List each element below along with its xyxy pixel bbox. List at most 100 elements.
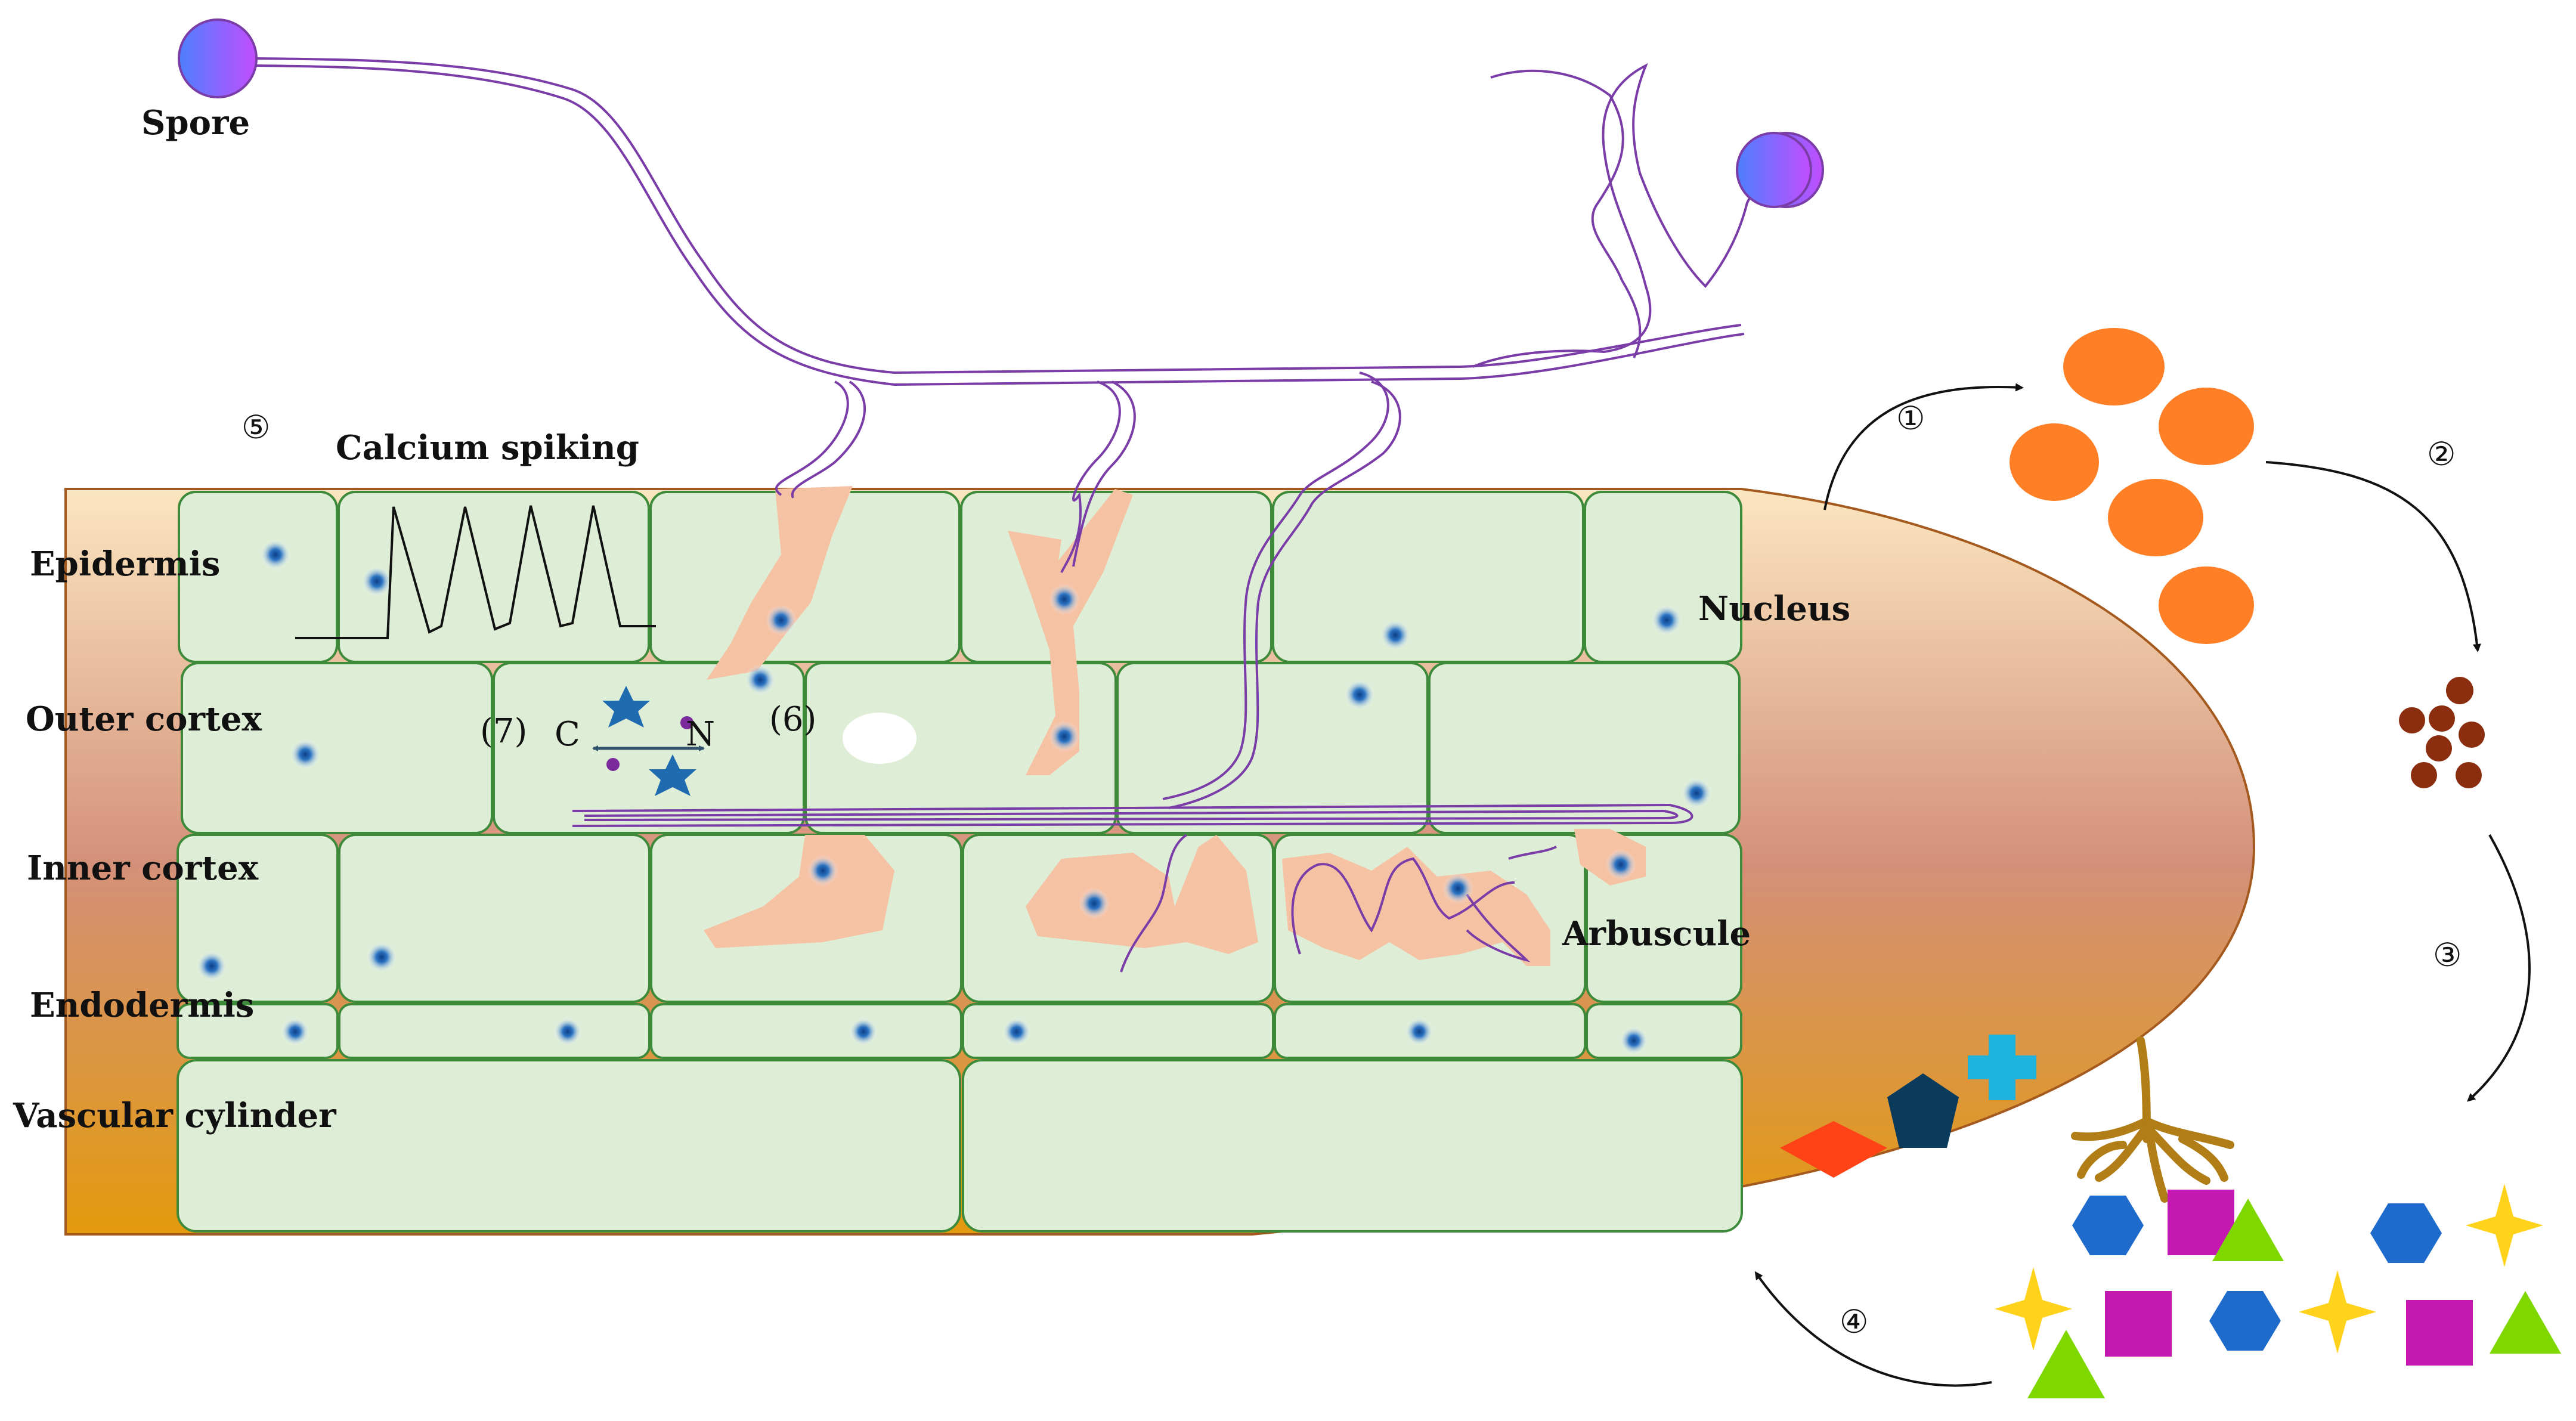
- appressorium-hypha: [775, 380, 849, 496]
- hyphae: [256, 57, 1808, 973]
- hypha-branch: [1490, 69, 1642, 358]
- pentagon-icon: [1887, 1073, 1959, 1148]
- outer-cortex-label: Outer cortex: [26, 699, 262, 739]
- nucleus: [807, 855, 838, 886]
- signal-molecule: [2063, 328, 2165, 405]
- calcium-spiking-trace: [295, 505, 656, 639]
- plant-root-icon: [2071, 1036, 2234, 1203]
- inner-cortex-cell: [338, 834, 651, 1003]
- hexagon-icon: [2209, 1291, 2281, 1351]
- cell-grid: [177, 491, 1743, 1233]
- nucleus: [1620, 1026, 1648, 1055]
- arbuscule-hypha: [1120, 834, 1188, 973]
- arbuscule-branch: [704, 835, 894, 948]
- arbuscule-hypha: [1291, 857, 1515, 955]
- nucleus: [1344, 679, 1375, 710]
- compound-shapes: [1995, 1184, 2561, 1398]
- inner-cortex-label: Inner cortex: [27, 849, 259, 888]
- cn-exchange: [592, 686, 705, 796]
- nucleus: [1002, 1017, 1031, 1046]
- triangle-icon: [2027, 1330, 2105, 1398]
- arbuscule-branch: [1026, 835, 1258, 954]
- nucleus-label: Nucleus: [1698, 589, 1850, 629]
- step-3: ③: [2433, 936, 2462, 974]
- triangle-icon: [2490, 1291, 2561, 1354]
- outer-cortex-cell: [181, 662, 493, 834]
- endodermis-cell: [962, 1003, 1274, 1059]
- appressorium-hypha: [791, 380, 866, 499]
- cycle-arrows: [1754, 383, 2531, 1387]
- small-molecule: [2429, 705, 2455, 732]
- arbuscule-hypha: [1508, 846, 1557, 860]
- vacuole: [843, 713, 917, 764]
- hypha-branch: [1472, 63, 1808, 368]
- nucleus: [745, 664, 776, 695]
- star4-icon: [2299, 1270, 2376, 1354]
- step-5: ⑤: [242, 408, 270, 446]
- epidermis-label: Epidermis: [30, 544, 220, 584]
- arbuscule-branch: [1282, 847, 1550, 966]
- plus-icon: [1968, 1035, 2036, 1100]
- penetration-zone: [1008, 489, 1133, 775]
- arbuscule-regions: [704, 486, 1646, 966]
- nucleus: [366, 942, 397, 973]
- calcium-spiking-label: Calcium spiking: [336, 428, 639, 468]
- arrow-step4: [1754, 1271, 1992, 1387]
- small-molecule: [2459, 722, 2485, 748]
- nucleus: [1049, 584, 1080, 615]
- nuclei: [196, 539, 1712, 1055]
- nucleus: [1651, 605, 1682, 636]
- penetration-zone: [707, 486, 853, 680]
- spore-1: [178, 18, 258, 98]
- signal-molecule: [2010, 423, 2099, 501]
- secreted-shapes: [1780, 1035, 2036, 1178]
- endodermis-cell: [1586, 1003, 1742, 1059]
- nucleus: [553, 1017, 582, 1046]
- small-molecule: [2426, 735, 2452, 761]
- signal-molecule: [2159, 388, 2254, 465]
- arbuscule-label: Arbuscule: [1562, 914, 1751, 953]
- nucleus: [1605, 849, 1636, 880]
- runner-hypha: [256, 64, 1745, 386]
- nucleus: [196, 951, 227, 982]
- vascular-cylinder-label: Vascular cylinder: [13, 1096, 337, 1135]
- intraradical-hypha: [572, 803, 1693, 827]
- nitrogen-dot: [680, 716, 693, 729]
- step-2: ②: [2427, 435, 2456, 473]
- endodermis-cell: [650, 1003, 962, 1059]
- nucleus: [260, 539, 291, 570]
- arrow-step1: [1823, 383, 2024, 510]
- star-icon: [649, 754, 696, 796]
- nucleus: [1079, 888, 1110, 919]
- text-labels: Spore Calcium spiking Epidermis Outer co…: [13, 103, 2462, 1340]
- runner-hypha: [256, 57, 1742, 374]
- intraradical-hypha: [584, 809, 1679, 821]
- nucleus: [290, 739, 321, 770]
- small-molecule: [2446, 677, 2473, 704]
- star4-icon: [1995, 1267, 2072, 1351]
- hexagon-icon: [2072, 1196, 2144, 1255]
- vascular-cell: [177, 1059, 961, 1233]
- spore-2: [1736, 132, 1812, 208]
- epidermis-cell: [338, 491, 650, 663]
- arrow-step2: [2265, 461, 2481, 652]
- nucleus: [849, 1017, 878, 1046]
- endodermis-label: Endodermis: [30, 986, 254, 1025]
- nucleus: [1049, 721, 1080, 752]
- small-molecule: [2399, 707, 2425, 733]
- orange-signals: [2010, 328, 2254, 644]
- star4-icon: [2466, 1184, 2543, 1267]
- appressorium-hypha: [1060, 380, 1121, 573]
- carbon-dot: [606, 758, 620, 771]
- brown-molecules: [2399, 677, 2485, 788]
- nucleus: [281, 1017, 309, 1046]
- spore-label: Spore: [141, 103, 250, 143]
- diamond-icon: [1780, 1121, 1887, 1178]
- hexagon-icon: [2370, 1203, 2442, 1263]
- outer-cortex-cell: [804, 662, 1117, 834]
- epidermis-cell: [1584, 491, 1742, 663]
- nucleus: [1442, 873, 1473, 904]
- nucleus: [1380, 620, 1411, 651]
- signal-molecule: [2159, 566, 2254, 644]
